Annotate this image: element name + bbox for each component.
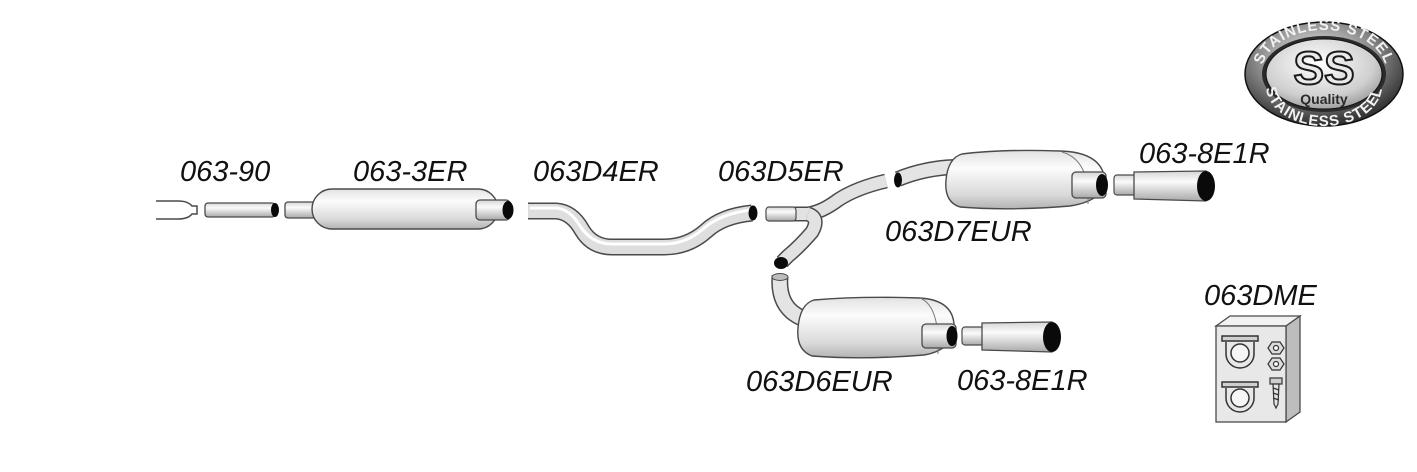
part-063-3ER[interactable] — [284, 188, 514, 230]
intermediate-pipe-opening — [748, 205, 758, 221]
inlet-pipe-opening — [271, 203, 279, 217]
upper-tip-body — [1133, 170, 1207, 202]
label-063-8E1R-upper: 063-8E1R — [1139, 138, 1270, 170]
upper-tip-opening — [1197, 171, 1215, 201]
nut-icon-2 — [1267, 357, 1285, 371]
inlet-pipe — [204, 202, 276, 218]
y-pipe-lower-fill — [777, 208, 822, 267]
label-063DME: 063DME — [1204, 280, 1317, 312]
intermediate-pipe-fill — [528, 204, 753, 254]
left-muffler-opening — [946, 326, 958, 346]
part-063D4ER[interactable] — [528, 202, 758, 256]
u-clamp-icon-2 — [1221, 381, 1259, 413]
label-063D5ER: 063D5ER — [718, 156, 844, 188]
part-063-8E1R-lower[interactable] — [961, 321, 1061, 353]
part-063D5ER[interactable] — [765, 173, 888, 269]
right-muffler-inlet-opening — [894, 172, 902, 188]
label-063-8E1R-lower: 063-8E1R — [957, 365, 1088, 397]
label-063D6EUR: 063D6EUR — [746, 366, 893, 398]
stainless-steel-badge-logo: STAINLESS STEEL STAINLESS STEEL SS Quali… — [1244, 17, 1404, 130]
left-muffler-inlet-top — [771, 273, 789, 281]
lower-tip-opening — [1043, 322, 1061, 352]
part-063DME[interactable] — [1213, 314, 1303, 424]
kit-box-side — [1285, 314, 1301, 424]
label-063-90: 063-90 — [180, 156, 270, 188]
badge-sub-text: Quality — [1300, 91, 1348, 107]
label-063D7EUR: 063D7EUR — [885, 216, 1032, 248]
bolt-icon — [1269, 377, 1283, 410]
part-063D6EUR[interactable] — [771, 273, 958, 359]
y-pipe-collar — [765, 206, 797, 222]
inlet-flare — [156, 200, 198, 220]
label-063D4ER: 063D4ER — [533, 156, 659, 188]
front-muffler-body — [311, 188, 499, 230]
nut-icon — [1267, 341, 1285, 355]
badge-center-text: SS — [1293, 42, 1354, 94]
y-pipe-lower-opening — [774, 257, 788, 269]
left-muffler-body — [797, 296, 955, 359]
right-muffler-body — [945, 149, 1106, 210]
part-063-8E1R-upper[interactable] — [1113, 170, 1215, 202]
u-clamp-icon — [1221, 335, 1259, 369]
label-063-3ER: 063-3ER — [353, 156, 468, 188]
intermediate-pipe-highlight — [530, 206, 751, 246]
right-muffler-opening — [1096, 174, 1108, 196]
lower-tip-body — [981, 321, 1053, 353]
part-063-90[interactable] — [156, 200, 279, 220]
front-muffler-opening — [502, 201, 514, 219]
part-063D7EUR[interactable] — [894, 149, 1108, 210]
